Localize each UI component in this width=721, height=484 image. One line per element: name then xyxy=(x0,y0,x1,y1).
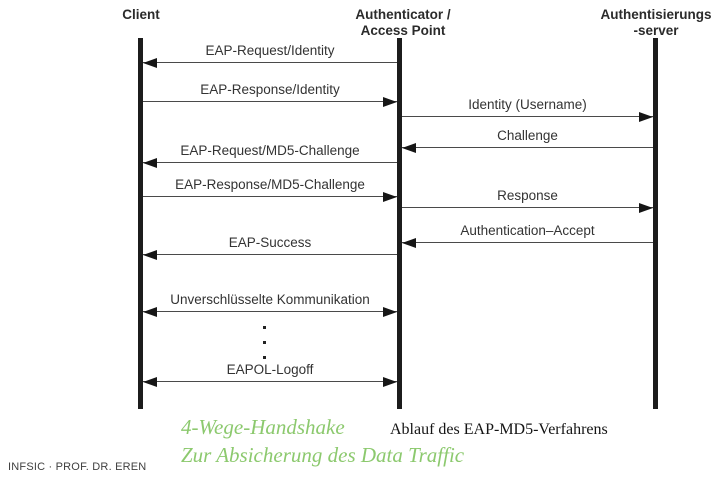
message-eap-request-md5-challenge: EAP-Request/MD5-Challenge xyxy=(143,138,397,168)
actor-authenticator-line2: Access Point xyxy=(360,23,446,38)
message-label: Challenge xyxy=(497,128,558,143)
arrow-line xyxy=(143,101,397,102)
arrowhead-right-icon xyxy=(383,377,397,387)
arrow-line xyxy=(143,311,397,312)
footer-credit: INFSIC · PROF. DR. EREN xyxy=(8,461,147,473)
arrowhead-left-icon xyxy=(143,158,157,168)
arrowhead-right-icon xyxy=(383,97,397,107)
arrowhead-left-icon xyxy=(402,238,416,248)
message-label: EAP-Response/MD5-Challenge xyxy=(175,177,365,192)
ellipsis-dot xyxy=(263,356,266,359)
message-eap-request-identity: EAP-Request/Identity xyxy=(143,38,397,68)
arrow-line xyxy=(143,62,397,63)
arrow-line xyxy=(143,162,397,163)
actor-label-client: Client xyxy=(61,7,221,23)
lifeline-authserver xyxy=(653,38,658,409)
message-challenge: Challenge xyxy=(402,123,653,153)
ellipsis-dot xyxy=(263,326,266,329)
message-label: Identity (Username) xyxy=(468,97,587,112)
message-label: Response xyxy=(497,188,558,203)
arrow-line xyxy=(402,116,653,117)
actor-authserver-line2: -server xyxy=(633,23,679,38)
arrowhead-left-icon xyxy=(402,143,416,153)
arrowhead-right-icon xyxy=(383,307,397,317)
lifeline-client xyxy=(138,38,143,409)
handshake-caption-line2: Zur Absicherung des Data Traffic xyxy=(181,443,465,467)
message-eap-response-md5-challenge: EAP-Response/MD5-Challenge xyxy=(143,172,397,202)
handshake-caption: 4-Wege-Handshake Zur Absicherung des Dat… xyxy=(181,413,464,469)
arrowhead-right-icon xyxy=(639,203,653,213)
arrowhead-left-icon xyxy=(143,377,157,387)
message-label: EAP-Request/MD5-Challenge xyxy=(180,143,360,158)
arrowhead-right-icon xyxy=(639,112,653,122)
message-label: Authentication–Accept xyxy=(460,223,595,238)
arrowhead-left-icon xyxy=(143,58,157,68)
message-authentication-accept: Authentication–Accept xyxy=(402,218,653,248)
lifeline-authenticator xyxy=(397,38,402,409)
actor-client-line1: Client xyxy=(122,7,160,22)
arrow-line xyxy=(402,147,653,148)
arrow-line xyxy=(143,381,397,382)
message-eapol-logoff: EAPOL-Logoff xyxy=(143,357,397,387)
message-identity-username: Identity (Username) xyxy=(402,92,653,122)
message-eap-response-identity: EAP-Response/Identity xyxy=(143,77,397,107)
message-eap-success: EAP-Success xyxy=(143,230,397,260)
message-label: EAPOL-Logoff xyxy=(226,362,314,377)
arrowhead-left-icon xyxy=(143,307,157,317)
handshake-caption-line1: 4-Wege-Handshake xyxy=(181,415,345,439)
ellipsis-dot xyxy=(263,341,266,344)
actor-authserver-line1: Authentisierungs xyxy=(600,7,712,22)
actor-label-authenticator: Authenticator / Access Point xyxy=(323,7,483,39)
figure-caption: Ablauf des EAP-MD5-Verfahrens xyxy=(390,421,608,438)
message-response: Response xyxy=(402,183,653,213)
arrowhead-right-icon xyxy=(383,192,397,202)
arrowhead-left-icon xyxy=(143,250,157,260)
arrow-line xyxy=(402,242,653,243)
message-unverschluesselte-kommunikation: Unverschlüsselte Kommunikation xyxy=(143,287,397,317)
message-label: Unverschlüsselte Kommunikation xyxy=(170,292,370,307)
message-label: EAP-Success xyxy=(228,235,312,250)
message-label: EAP-Request/Identity xyxy=(205,43,335,58)
arrow-line xyxy=(402,207,653,208)
actor-label-authserver: Authentisierungs -server xyxy=(576,7,721,39)
actor-authenticator-line1: Authenticator / xyxy=(355,7,451,22)
arrow-line xyxy=(143,196,397,197)
arrow-line xyxy=(143,254,397,255)
message-label: EAP-Response/Identity xyxy=(200,82,340,97)
